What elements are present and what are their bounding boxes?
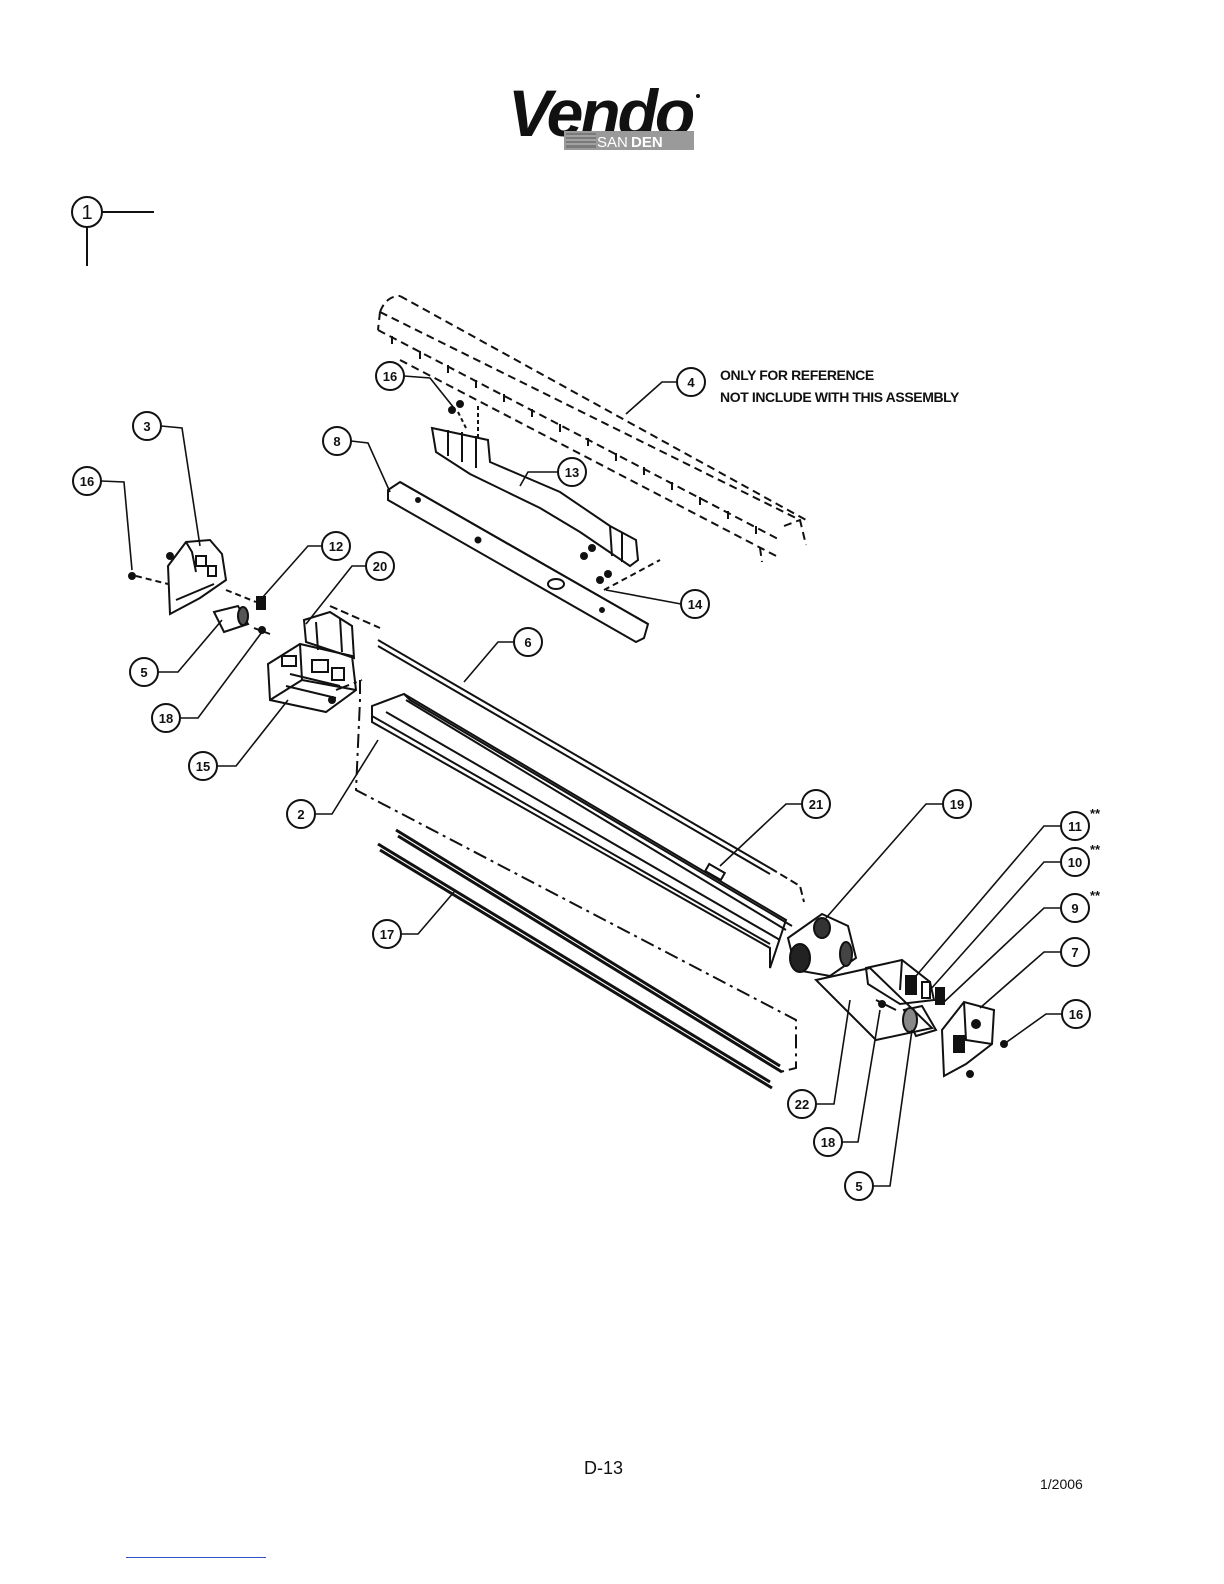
part-3-left-end-cap: [129, 540, 226, 614]
callout-17: 17: [373, 920, 401, 948]
callout-5-right: 5: [845, 1172, 873, 1200]
reference-note-line2: NOT INCLUDE WITH THIS ASSEMBLY: [720, 389, 960, 405]
callout-12: 12: [322, 532, 350, 560]
logo-registered-mark: [696, 94, 700, 98]
assembly-centerline: [336, 680, 796, 1072]
svg-text:8: 8: [333, 434, 340, 449]
svg-text:4: 4: [687, 375, 695, 390]
part-4-reference-housing-teeth: [392, 336, 756, 534]
callout-2: 2: [287, 800, 315, 828]
callout-18-left: 18: [152, 704, 180, 732]
callout-5-left: 5: [130, 658, 158, 686]
callout-6: 6: [514, 628, 542, 656]
svg-text:18: 18: [821, 1135, 835, 1150]
svg-text:16: 16: [1069, 1007, 1083, 1022]
callout-14: 14: [681, 590, 709, 618]
part-17-seal-strips: [378, 830, 782, 1088]
callout-13: 13: [558, 458, 586, 486]
assembly-marker: 1: [72, 197, 154, 266]
svg-text:7: 7: [1071, 945, 1078, 960]
svg-text:**: **: [1090, 806, 1101, 821]
callout-20: 20: [366, 552, 394, 580]
svg-text:**: **: [1090, 842, 1101, 857]
leader-lines: [101, 376, 1062, 1186]
callout-10: 10 **: [1061, 842, 1101, 876]
svg-text:19: 19: [950, 797, 964, 812]
svg-text:13: 13: [565, 465, 579, 480]
part-21-key: [705, 864, 725, 880]
svg-text:17: 17: [380, 927, 394, 942]
callout-18-right: 18: [814, 1128, 842, 1156]
part-8-bracket-rail: [388, 482, 648, 642]
svg-text:**: **: [1090, 888, 1101, 903]
logo-sub-left: SAN: [597, 134, 628, 151]
part-18-right-spring: [876, 1000, 896, 1010]
svg-text:2: 2: [297, 807, 304, 822]
callout-8: 8: [323, 427, 351, 455]
svg-text:18: 18: [159, 711, 173, 726]
svg-text:11: 11: [1068, 819, 1082, 834]
svg-text:16: 16: [80, 474, 94, 489]
svg-text:3: 3: [143, 419, 150, 434]
svg-text:15: 15: [196, 759, 210, 774]
callout-22: 22: [788, 1090, 816, 1118]
vendo-sanden-logo: Vendo SAN DEN: [508, 76, 700, 151]
assembly-marker-label: 1: [81, 202, 92, 224]
callout-7: 7: [1061, 938, 1089, 966]
callout-21: 21: [802, 790, 830, 818]
footer-divider: [126, 1557, 266, 1558]
logo-sub-right: DEN: [631, 134, 663, 151]
page-number: D-13: [584, 1458, 623, 1479]
callout-16-right: 16: [1062, 1000, 1090, 1028]
revision-date: 1/2006: [1040, 1476, 1083, 1492]
svg-text:22: 22: [795, 1097, 809, 1112]
callout-4: 4: [677, 368, 705, 396]
part-13-guide-channel: [432, 401, 638, 566]
callout-16-left: 16: [73, 467, 101, 495]
svg-text:12: 12: [329, 539, 343, 554]
callout-11: 11 **: [1061, 806, 1101, 840]
callout-19: 19: [943, 790, 971, 818]
callout-15: 15: [189, 752, 217, 780]
svg-text:5: 5: [140, 665, 147, 680]
parts-9-10-11-switch-assembly: [866, 960, 944, 1004]
callout-9: 9 **: [1061, 888, 1101, 922]
svg-text:16: 16: [383, 369, 397, 384]
svg-text:14: 14: [688, 597, 703, 612]
callout-3: 3: [133, 412, 161, 440]
svg-text:5: 5: [855, 1179, 862, 1194]
svg-text:21: 21: [809, 797, 823, 812]
svg-text:10: 10: [1068, 855, 1082, 870]
reference-note-line1: ONLY FOR REFERENCE: [720, 367, 874, 383]
part-4-reference-housing: [378, 296, 806, 562]
svg-text:20: 20: [373, 559, 387, 574]
part-19-right-gear: [788, 914, 856, 976]
part-5-left-bushing: [214, 606, 248, 632]
svg-text:9: 9: [1071, 901, 1078, 916]
svg-text:6: 6: [524, 635, 531, 650]
part-7-right-end-cap: [942, 1002, 1007, 1077]
callout-16-top: 16: [376, 362, 404, 390]
